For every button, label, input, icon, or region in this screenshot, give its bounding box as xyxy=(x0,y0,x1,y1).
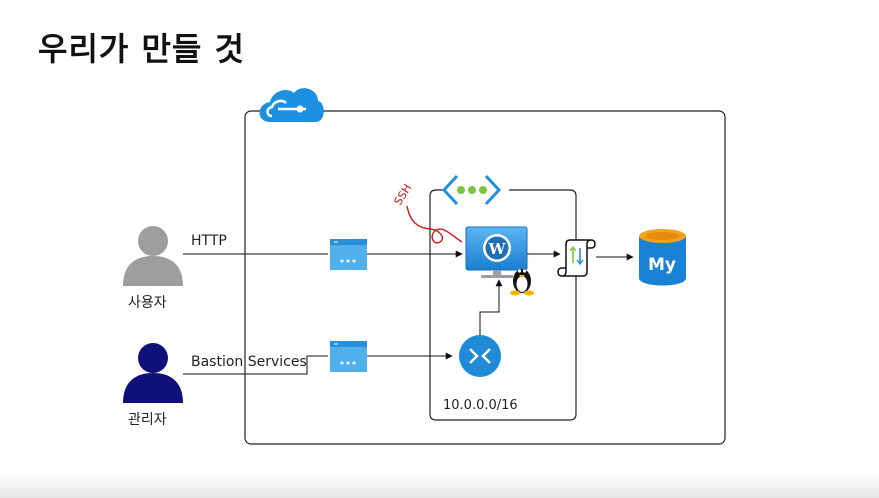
public-ip-icon-bastion xyxy=(330,341,367,372)
page-title: 우리가 만들 것 xyxy=(38,30,245,68)
wordpress-vm-icon: W xyxy=(465,226,528,278)
user-icon xyxy=(123,226,183,286)
admin-icon xyxy=(123,343,183,403)
bastion-services-label: Bastion Services xyxy=(191,354,307,370)
svg-text:W: W xyxy=(488,240,507,258)
linux-penguin-icon xyxy=(510,269,534,296)
vnet-boundary xyxy=(429,189,577,421)
bastion-connection xyxy=(183,355,328,375)
admin-label: 관리자 xyxy=(128,412,167,428)
vnet-cidr-label: 10.0.0.0/16 xyxy=(443,398,518,413)
mysql-icon-text: My xyxy=(648,255,676,275)
http-label: HTTP xyxy=(191,233,227,249)
mysql-database-icon: My xyxy=(639,229,686,286)
public-ip-icon-http xyxy=(330,239,367,270)
connection-string-icon xyxy=(557,239,596,277)
ssh-label: SSH xyxy=(392,182,415,208)
user-label: 사용자 xyxy=(128,295,167,311)
azure-boundary xyxy=(244,110,726,445)
vnet-icon xyxy=(441,174,502,206)
bottom-fade xyxy=(0,472,879,498)
bastion-to-vm-arrow xyxy=(479,279,503,335)
ssh-curve xyxy=(406,205,463,244)
azure-cloud-icon xyxy=(259,88,324,122)
bastion-icon xyxy=(459,335,501,377)
